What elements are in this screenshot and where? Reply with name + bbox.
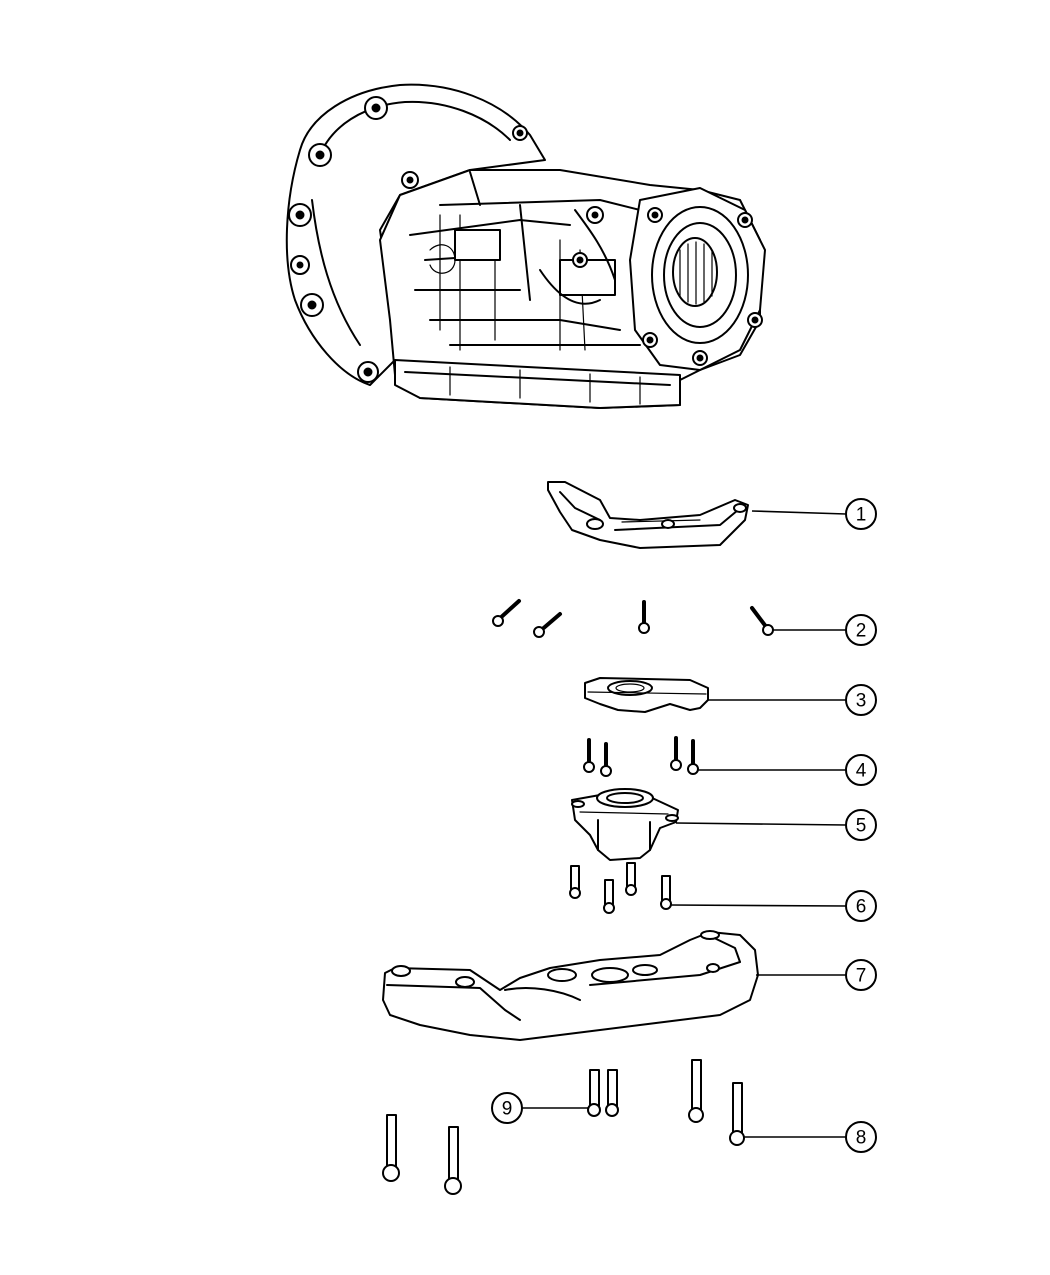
callout-label-8: 8 <box>856 1128 867 1149</box>
callout-label-9: 9 <box>502 1099 513 1120</box>
callout-label-3: 3 <box>856 691 867 712</box>
bolt-6d <box>660 875 672 910</box>
leader-5 <box>675 822 847 826</box>
callout-7: 7 <box>845 959 877 991</box>
callout-label-4: 4 <box>856 761 867 782</box>
leader-lines <box>522 510 847 1138</box>
part-7-crossmember <box>382 930 759 1041</box>
bolt-2c <box>638 600 650 634</box>
callout-label-1: 1 <box>856 505 867 526</box>
callout-label-5: 5 <box>856 816 867 837</box>
bolt-4d <box>687 739 699 775</box>
bolt-6b <box>603 879 615 914</box>
bolt-8a <box>688 1059 704 1123</box>
callout-label-6: 6 <box>856 897 867 918</box>
bolt-4a <box>583 738 595 773</box>
part-3-plate <box>584 677 709 713</box>
callout-label-7: 7 <box>856 966 867 987</box>
part-9-bolts <box>587 1069 619 1117</box>
callout-6: 6 <box>845 890 877 922</box>
bolt-2a <box>492 599 521 627</box>
bolt-9a <box>587 1069 601 1117</box>
bolt-8c <box>382 1114 400 1182</box>
transmission-assembly <box>285 83 766 409</box>
callout-8: 8 <box>845 1121 877 1153</box>
bolt-6c <box>625 862 637 896</box>
callout-4: 4 <box>845 754 877 786</box>
part-2-bolts <box>492 599 774 638</box>
leader-6 <box>669 904 847 907</box>
bolt-4c <box>670 736 682 771</box>
bolt-8d <box>444 1126 462 1195</box>
leader-1 <box>751 510 847 515</box>
part-5-mount <box>571 788 679 861</box>
part-1-bracket <box>547 481 749 549</box>
part-8-bolts <box>382 1059 745 1195</box>
bolt-8b <box>729 1082 745 1146</box>
callout-5: 5 <box>845 809 877 841</box>
bolt-2d <box>750 606 774 636</box>
callout-label-2: 2 <box>856 621 867 642</box>
part-4-bolts <box>583 736 699 777</box>
bolt-9b <box>605 1069 619 1117</box>
bolt-2b <box>533 612 562 638</box>
callout-9: 9 <box>491 1092 523 1124</box>
bolt-4b <box>600 742 612 777</box>
part-6-bolts <box>569 862 672 914</box>
callout-3: 3 <box>845 684 877 716</box>
bolt-6a <box>569 865 581 899</box>
callout-2: 2 <box>845 614 877 646</box>
callout-1: 1 <box>845 498 877 530</box>
